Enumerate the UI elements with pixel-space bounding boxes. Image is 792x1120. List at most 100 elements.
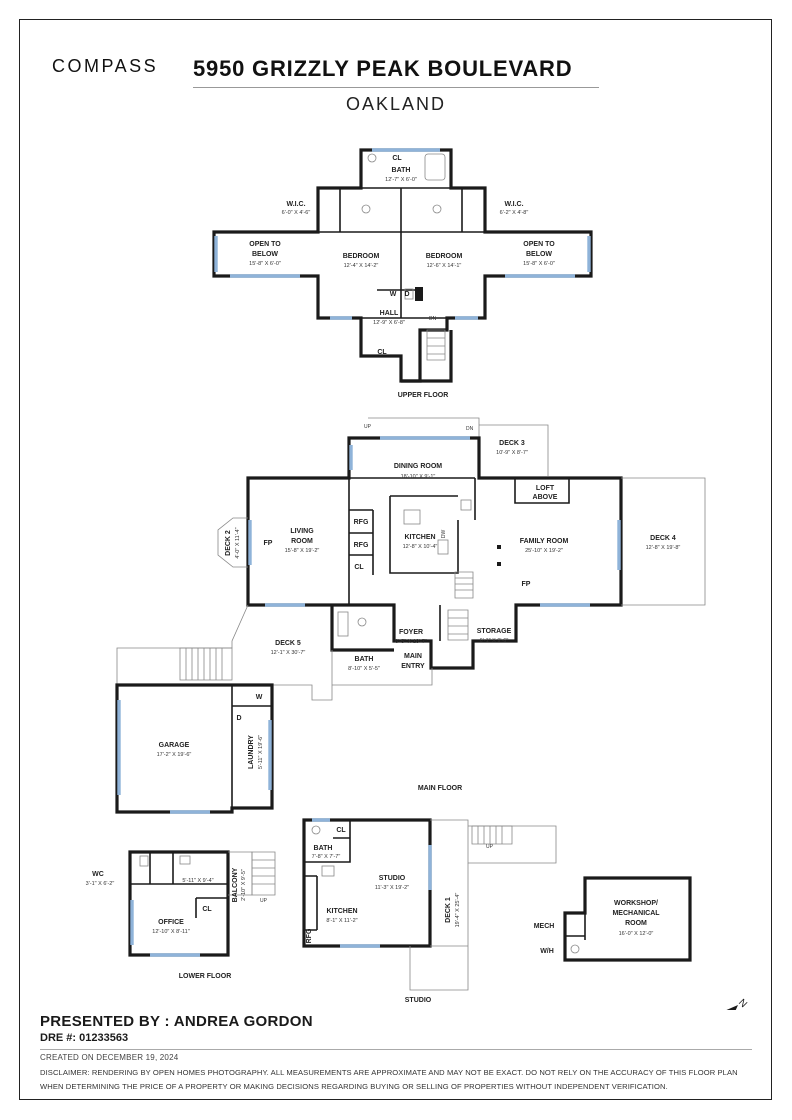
upper-bath-dims: 12'-7" X 6'-0": [385, 177, 417, 183]
main-bath-dims: 8'-10" X 5'-5": [348, 666, 380, 672]
main-loft-line2: ABOVE: [533, 494, 558, 501]
main-loft-line1: LOFT: [536, 485, 555, 492]
upper-wic-right-dims: 6'-2" X 4'-8": [500, 210, 529, 216]
main-fp2-label: FP: [522, 581, 531, 588]
main-deck4-dims: 12'-8" X 19'-8": [646, 545, 681, 551]
studio-kitchen-dims: 8'-1" X 11'-2": [326, 918, 357, 924]
workshop-plan: WORKSHOP/ MECHANICAL ROOM 16'-0" X 12'-0…: [534, 876, 692, 962]
main-dining-dims: 18'-10" X 9'-1": [401, 474, 436, 480]
main-deck5-label: DECK 5: [275, 640, 301, 647]
main-floor-plan: DINING ROOM 18'-10" X 9'-1" DECK 3 10'-9…: [115, 417, 706, 814]
presented-by: PRESENTED BY : ANDREA GORDON: [40, 1013, 313, 1030]
main-entry-line2: ENTRY: [401, 663, 425, 670]
main-cl-label: CL: [354, 564, 364, 571]
main-floor-label: MAIN FLOOR: [418, 785, 462, 792]
main-garage-label: GARAGE: [159, 742, 190, 749]
upper-dn-label: DN: [429, 316, 437, 322]
disclaimer-line-2: WHEN DETERMINING THE PRICE OF A PROPERTY…: [40, 1082, 668, 1091]
main-storage-label: STORAGE: [477, 628, 512, 635]
main-deck2-dims: 4'-0" X 11'-4": [235, 527, 241, 558]
main-up-label: UP: [364, 424, 372, 430]
main-kitchen-dims: 12'-8" X 10'-4": [403, 544, 438, 550]
studio-deck1-dims: 19'-4" X 25'-4": [455, 893, 461, 928]
main-deck4-label: DECK 4: [650, 535, 676, 542]
main-living-dims: 15'-8" X 19'-2": [285, 548, 320, 554]
main-deck2-label: DECK 2: [225, 530, 232, 556]
lower-wc-dims: 3'-1" X 6'-2": [86, 881, 115, 887]
disclaimer: DISCLAIMER: RENDERING BY OPEN HOMES PHOT…: [40, 1066, 752, 1094]
main-family-dims: 25'-10" X 19'-2": [525, 548, 563, 554]
lower-floor-plan: WC 3'-1" X 6'-2" 5'-11" X 9'-4" BALCONY …: [86, 850, 276, 980]
upper-wic-left-dims: 6'-0" X 4'-6": [282, 210, 311, 216]
upper-bath-label: BATH: [392, 167, 411, 174]
upper-floor-plan: BATH 12'-7" X 6'-0" CL W.I.C. 6'-0" X 4'…: [212, 148, 593, 399]
main-deck5-dims: 12'-1" X 30'-7": [271, 650, 306, 656]
main-dw-label: DW: [441, 530, 447, 539]
studio-kitchen-label: KITCHEN: [326, 908, 357, 915]
workshop-dims: 16'-0" X 12'-0": [619, 931, 654, 937]
upper-bed-right-dims: 12'-6" X 14'-1": [427, 263, 462, 269]
footer-divider: [40, 1049, 752, 1050]
lower-closet-dims: 5'-11" X 9'-4": [182, 878, 213, 884]
main-washer-label: W: [256, 694, 263, 701]
title-divider: [193, 87, 599, 88]
page-frame: [19, 19, 772, 1100]
main-bath-label: BATH: [355, 656, 374, 663]
studio-rfg-label: RFG: [306, 928, 313, 943]
north-label: N: [736, 997, 749, 1010]
property-address: 5950 GRIZZLY PEAK BOULEVARD: [193, 56, 573, 81]
upper-dryer-label: D: [404, 291, 409, 298]
lower-office-dims: 12'-10" X 8'-11": [152, 929, 189, 935]
main-living-line2: ROOM: [291, 538, 313, 545]
upper-bed-right-label: BEDROOM: [426, 253, 463, 260]
main-foyer-dims: 6'-5" X 10'-7": [395, 639, 427, 645]
upper-open-right-line1: OPEN TO: [523, 241, 555, 248]
upper-cl1-label: CL: [392, 155, 402, 162]
studio-studio-dims: 11'-3" X 19'-2": [375, 885, 409, 891]
upper-bed-left-dims: 12'-4" X 14'-2": [344, 263, 379, 269]
upper-open-left-line2: BELOW: [252, 251, 278, 258]
upper-cl2-label: CL: [377, 349, 387, 356]
main-dining-label: DINING ROOM: [394, 463, 442, 470]
created-date: CREATED ON DECEMBER 19, 2024: [40, 1053, 179, 1062]
workshop-line1: WORKSHOP/: [614, 900, 658, 907]
main-family-label: FAMILY ROOM: [520, 538, 569, 545]
dre-number: DRE #: 01233563: [40, 1032, 129, 1044]
main-garage-dims: 17'-2" X 19'-6": [157, 752, 192, 758]
upper-hall-label: HALL: [380, 310, 399, 317]
floor-plan: .w { fill:none; stroke:#1a1a1a; stroke-w…: [86, 148, 749, 1010]
main-dn-label: DN: [466, 426, 474, 432]
disclaimer-line-1: DISCLAIMER: RENDERING BY OPEN HOMES PHOT…: [40, 1068, 738, 1077]
main-deck3-dims: 10'-9" X 8'-7": [496, 450, 528, 456]
workshop-mech-label: MECH: [534, 923, 555, 930]
brand-logo: COMPASS: [52, 56, 159, 76]
studio-studio-label: STUDIO: [379, 875, 406, 882]
main-laundry-label: LAUNDRY: [248, 735, 255, 769]
main-foyer-label: FOYER: [399, 629, 423, 636]
main-laundry-dims: 5'-11" X 19'-6": [258, 735, 264, 769]
lower-up-label: UP: [260, 898, 268, 904]
main-dryer-label: D: [236, 715, 241, 722]
upper-hall-dims: 12'-9" X 6'-8": [373, 320, 405, 326]
upper-wic-left-label: W.I.C.: [286, 201, 305, 208]
studio-deck1-label: DECK 1: [445, 897, 452, 923]
north-arrow-icon: N: [726, 997, 749, 1010]
upper-open-right-line2: BELOW: [526, 251, 552, 258]
lower-balcony-dims: 2'-10" X 9'-5": [241, 869, 247, 901]
upper-floor-label: UPPER FLOOR: [398, 392, 449, 399]
studio-bath-dims: 7'-8" X 7'-7": [312, 854, 341, 860]
main-entry-line1: MAIN: [404, 653, 422, 660]
studio-cl-label: CL: [336, 827, 346, 834]
upper-open-right-dims: 15'-8" X 6'-0": [523, 261, 555, 267]
workshop-wh-label: W/H: [540, 948, 554, 955]
upper-washer-label: W: [390, 291, 397, 298]
main-rfg2-label: RFG: [354, 542, 369, 549]
upper-wic-right-label: W.I.C.: [504, 201, 523, 208]
studio-bath-label: BATH: [314, 845, 333, 852]
lower-balcony-label: BALCONY: [232, 867, 239, 902]
upper-open-left-dims: 15'-8" X 6'-0": [249, 261, 281, 267]
workshop-line3: ROOM: [625, 920, 647, 927]
main-deck3-label: DECK 3: [499, 440, 525, 447]
upper-open-left-line1: OPEN TO: [249, 241, 281, 248]
lower-cl-label: CL: [202, 906, 212, 913]
